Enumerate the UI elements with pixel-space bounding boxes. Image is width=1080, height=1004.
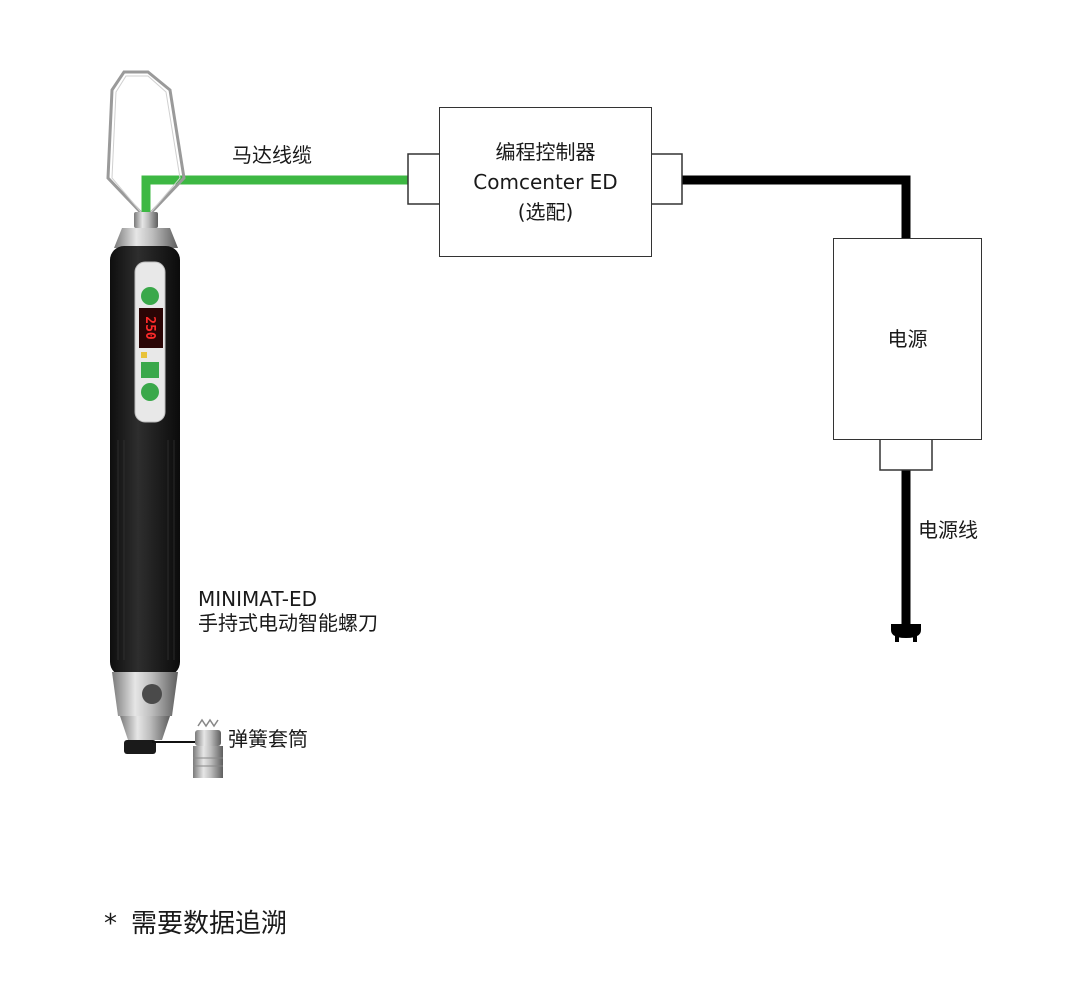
controller-model: Comcenter ED <box>473 170 618 194</box>
controller-power-cable <box>682 175 911 240</box>
screwdriver-tool: 250 <box>106 70 223 778</box>
power-supply-connector <box>879 437 933 471</box>
tool-description-label: 手持式电动智能螺刀 <box>198 611 378 635</box>
footnote: * 需要数据追溯 <box>104 906 287 942</box>
power-supply-box: 电源 <box>833 238 982 440</box>
collet-label: 弹簧套筒 <box>228 727 308 751</box>
hanger-loop <box>106 70 186 221</box>
plug-icon <box>891 624 921 642</box>
motor-cable-label: 马达线缆 <box>232 143 312 167</box>
led-square-icon <box>141 362 159 378</box>
tool-model-label: MINIMAT-ED <box>198 587 318 611</box>
digital-display <box>139 308 163 348</box>
footnote-marker: * <box>104 909 117 939</box>
controller-optional-note: (选配) <box>517 200 574 224</box>
led-bottom-icon <box>141 383 159 401</box>
display-readout: 250 <box>142 316 157 340</box>
controller-title: 编程控制器 <box>495 140 596 164</box>
controller-left-connector <box>407 153 441 205</box>
power-supply-label: 电源 <box>887 327 928 351</box>
motor-cable <box>141 175 412 214</box>
led-top-icon <box>141 287 159 305</box>
spring-collet-icon <box>193 718 223 778</box>
footnote-text: 需要数据追溯 <box>131 909 288 939</box>
power-cord-label: 电源线 <box>918 518 978 542</box>
controller-box: 编程控制器 Comcenter ED (选配) <box>439 107 652 257</box>
controller-right-connector <box>649 153 683 205</box>
